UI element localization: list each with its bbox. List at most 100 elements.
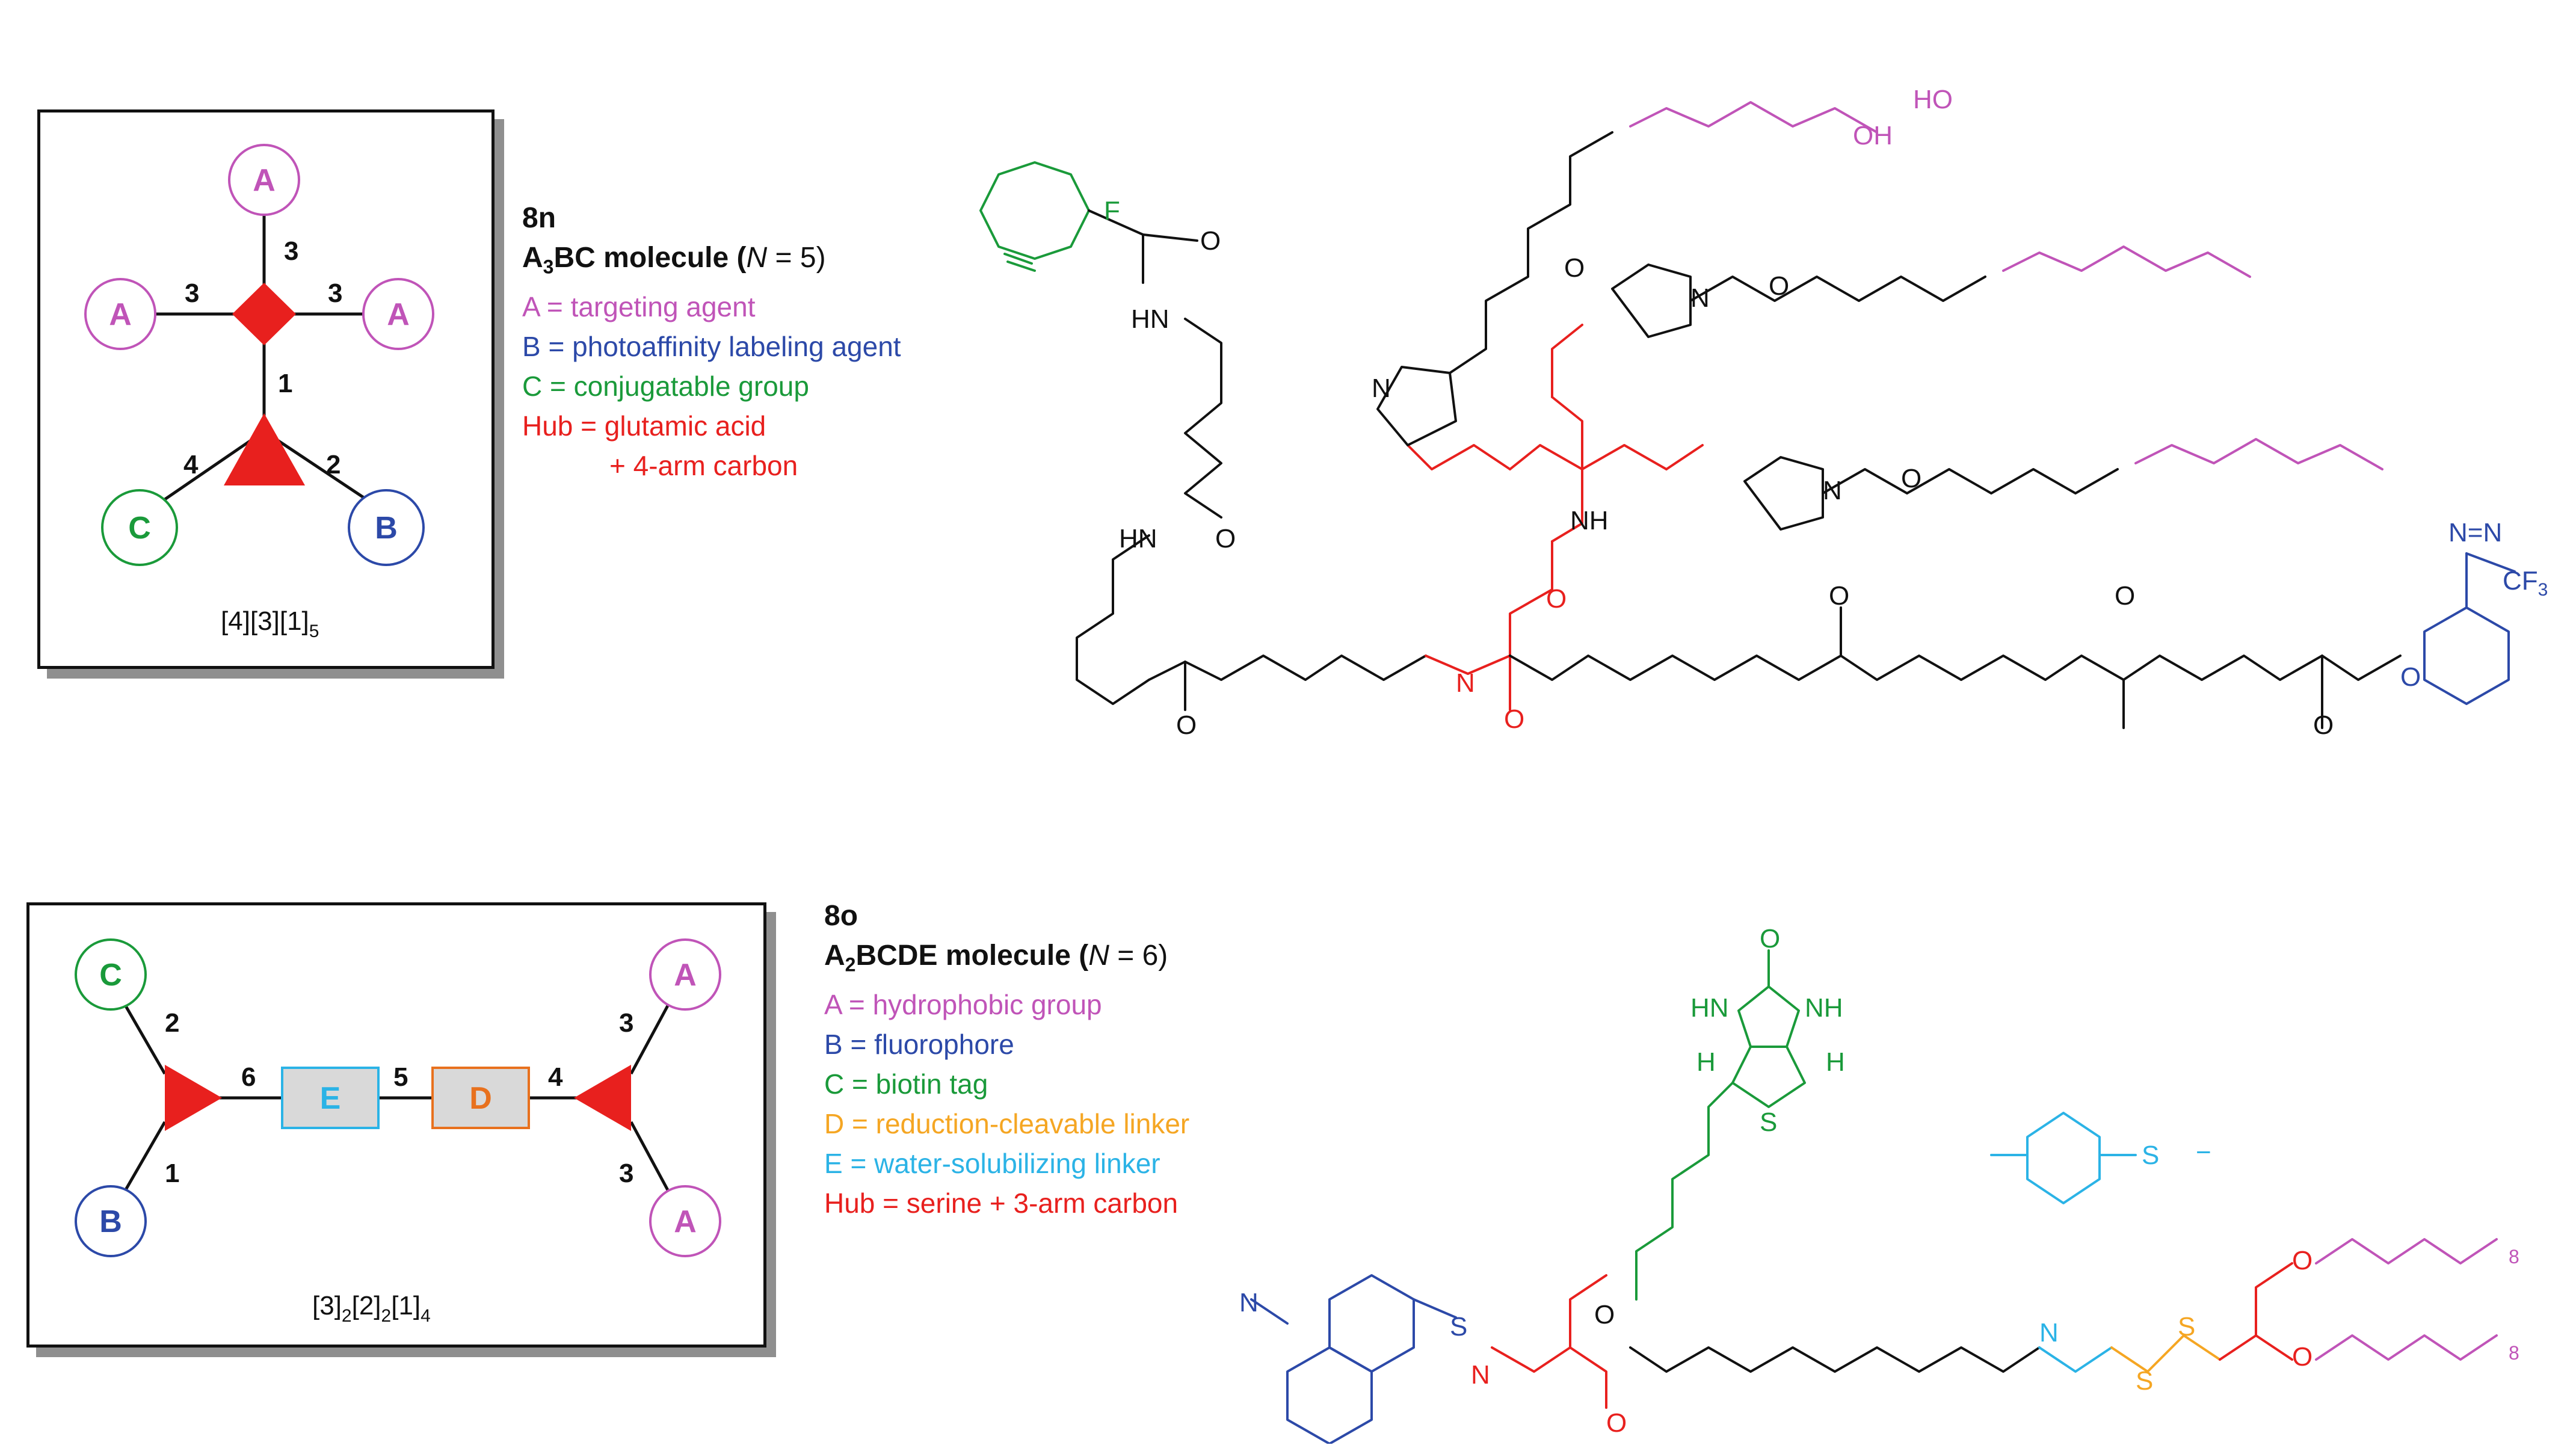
atom-o-top2: O: [1829, 581, 1849, 611]
atom-s-sulf: S: [1450, 1312, 1467, 1342]
edge-label-e-left: 6: [241, 1062, 256, 1092]
legend-c-8o: C = biotin tag: [824, 1068, 988, 1100]
edge-label-b: 2: [326, 450, 340, 479]
linker-chain-left: [1076, 209, 1427, 711]
svg-text:B: B: [375, 511, 398, 546]
legend-b-8o: B = fluorophore: [824, 1028, 1014, 1060]
atom-o-lip2: O: [2292, 1342, 2313, 1372]
svg-text:A: A: [109, 297, 132, 332]
svg-text:A: A: [253, 163, 276, 198]
atom-o-ketone: O: [1200, 226, 1221, 256]
node-c: C: [75, 938, 147, 1011]
edge-label-a-top: 3: [284, 236, 298, 266]
legend-hub-8o: Hub = serine + 3-arm carbon: [824, 1187, 1179, 1219]
node-a-right: A: [362, 278, 434, 350]
formula-8o: [3]2[2]2[1]4: [312, 1291, 431, 1326]
hub-right-triangle: [574, 1065, 631, 1131]
node-b: B: [75, 1185, 147, 1257]
atom-o-bot2: O: [2313, 710, 2334, 740]
atom-n-8b: 8: [2509, 1342, 2519, 1364]
atom-nh: NH: [1805, 993, 1843, 1023]
atom-n-8a: 8: [2509, 1246, 2519, 1268]
compound-id-8n: 8n: [522, 202, 556, 234]
atom-s-ring: S: [1760, 1107, 1777, 1137]
legend-a-8o: A = hydrophobic group: [824, 988, 1102, 1020]
caption-8o: 8o A2BCDE molecule (N = 6) A = hydrophob…: [824, 896, 1189, 1223]
atom-n-plus: N: [2039, 1318, 2059, 1348]
atom-n-hub: N: [1456, 668, 1475, 698]
atom-hn-1: HN: [1131, 304, 1169, 334]
edge-label-hub-link: 1: [278, 369, 292, 398]
atom-o-ether: O: [2400, 662, 2421, 692]
svg-text:A: A: [387, 297, 410, 332]
atom-triazole-n3: N: [1823, 476, 1842, 505]
edge-b: [118, 1121, 167, 1201]
svg-text:C: C: [128, 511, 151, 546]
atom-o-hub: O: [1504, 704, 1524, 734]
atom-sugar-oh: OH: [1853, 121, 1893, 150]
legend-b-8n: B = photoaffinity labeling agent: [522, 330, 901, 362]
chemical-structure-8o: HN NH O H H S O N S N O N S S O O 8 8 S …: [1239, 926, 2519, 1444]
compound-id-8o: 8o: [824, 900, 858, 932]
svg-text:D: D: [469, 1081, 492, 1116]
atom-o-ester1: O: [1594, 1300, 1615, 1329]
atom-hn-2: HN: [1119, 524, 1157, 553]
aryl-diazirine-group: [2423, 552, 2516, 705]
linker-chain-right: [1509, 606, 2402, 729]
edge-label-e-right: 5: [393, 1062, 408, 1092]
edge-label-a-left: 3: [185, 279, 199, 308]
edge-label-a-bottom: 3: [619, 1159, 633, 1188]
atom-tos-s: S: [2142, 1141, 2159, 1170]
edge-label-a-right: 3: [328, 279, 342, 308]
hub-triangle: [224, 413, 305, 485]
node-d: D: [431, 1067, 530, 1129]
title-8o: A2BCDE molecule (N = 6): [824, 940, 1168, 976]
svg-text:C: C: [99, 958, 122, 993]
atom-s-1: S: [2136, 1366, 2153, 1396]
atom-f: F: [1104, 196, 1120, 226]
atom-diazirine: N=N: [2448, 518, 2502, 547]
triazole-peg-arms: [1376, 131, 2119, 531]
legend-hub-8n: Hub = glutamic acid: [522, 410, 766, 442]
node-c: C: [101, 489, 178, 566]
atom-minus: −: [2196, 1138, 2211, 1167]
atom-o-peg1: O: [1564, 253, 1585, 283]
node-a-bottom: A: [649, 1185, 721, 1257]
atom-n-sulf: N: [1471, 1360, 1490, 1390]
node-a-top: A: [649, 938, 721, 1011]
mannose-sugars: [1629, 101, 2383, 470]
edge-label-b: 1: [165, 1159, 179, 1188]
atom-o-side: O: [1546, 584, 1567, 614]
edge-c: [118, 994, 167, 1075]
dansyl-group: [1250, 1274, 1457, 1444]
lipid-hub: [2219, 1262, 2293, 1361]
edge-a-bottom: [629, 1121, 675, 1201]
hub-left-triangle: [165, 1065, 222, 1131]
edge-a-top: [629, 994, 675, 1075]
biotin-group: [1635, 949, 1806, 1301]
caption-8n: 8n A3BC molecule (N = 5) A = targeting a…: [522, 199, 901, 485]
node-a-top: A: [228, 144, 300, 216]
peg-linker: [1629, 1346, 2041, 1373]
edge-label-c: 2: [165, 1008, 179, 1038]
disulfide-linker: [2110, 1334, 2221, 1373]
atom-s-2: S: [2178, 1312, 2195, 1342]
legend-d-8o: D = reduction-cleavable linker: [824, 1107, 1190, 1139]
atom-n-dma: N: [1239, 1288, 1259, 1317]
atom-o-amide2: O: [1215, 524, 1236, 553]
edge-label-a-top: 3: [619, 1008, 633, 1038]
svg-text:B: B: [99, 1204, 122, 1239]
atom-o-peg2: O: [1769, 271, 1789, 301]
legend-c-8n: C = conjugatable group: [522, 370, 809, 402]
atom-sugar-ho: HO: [1913, 85, 1953, 114]
node-b: B: [348, 489, 425, 566]
legend-e-8o: E = water-solubilizing linker: [824, 1147, 1160, 1179]
topology-diagram-8o: C B A A E D 2 1 6 5 4 3 3: [75, 938, 721, 1326]
atom-h-right: H: [1826, 1047, 1845, 1077]
cyclooctyne-group: [979, 161, 1090, 272]
atom-triazole-n2: N: [1690, 283, 1710, 313]
legend-hub2-8n: + 4-arm carbon: [609, 449, 798, 481]
atom-o-top3: O: [2115, 581, 2135, 611]
hub-diamond: [232, 283, 296, 345]
legend-a-8n: A = targeting agent: [522, 291, 756, 322]
